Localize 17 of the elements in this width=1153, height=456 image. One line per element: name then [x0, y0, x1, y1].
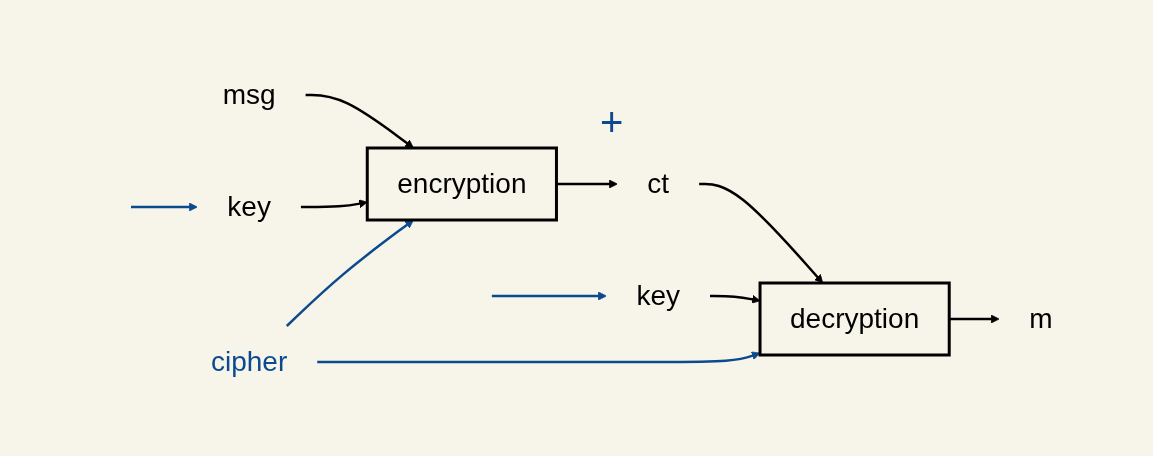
arrow: [317, 351, 761, 363]
arrow: [948, 314, 1000, 323]
node-box: decryption: [758, 281, 951, 356]
node-box: encryption: [365, 146, 558, 221]
node-text: msg: [222, 78, 276, 110]
arrow: [491, 291, 607, 300]
arrow: [556, 179, 618, 188]
arrow: [130, 202, 198, 211]
arrow: [285, 219, 414, 327]
node-text: key: [227, 190, 271, 222]
node-text: cipher: [210, 345, 287, 377]
node-text: key: [636, 279, 680, 311]
arrow: [698, 182, 823, 283]
arrow: [305, 93, 414, 148]
node-text: m: [1028, 302, 1053, 334]
plus-sign: +: [600, 100, 624, 145]
node-text: ct: [647, 167, 669, 199]
